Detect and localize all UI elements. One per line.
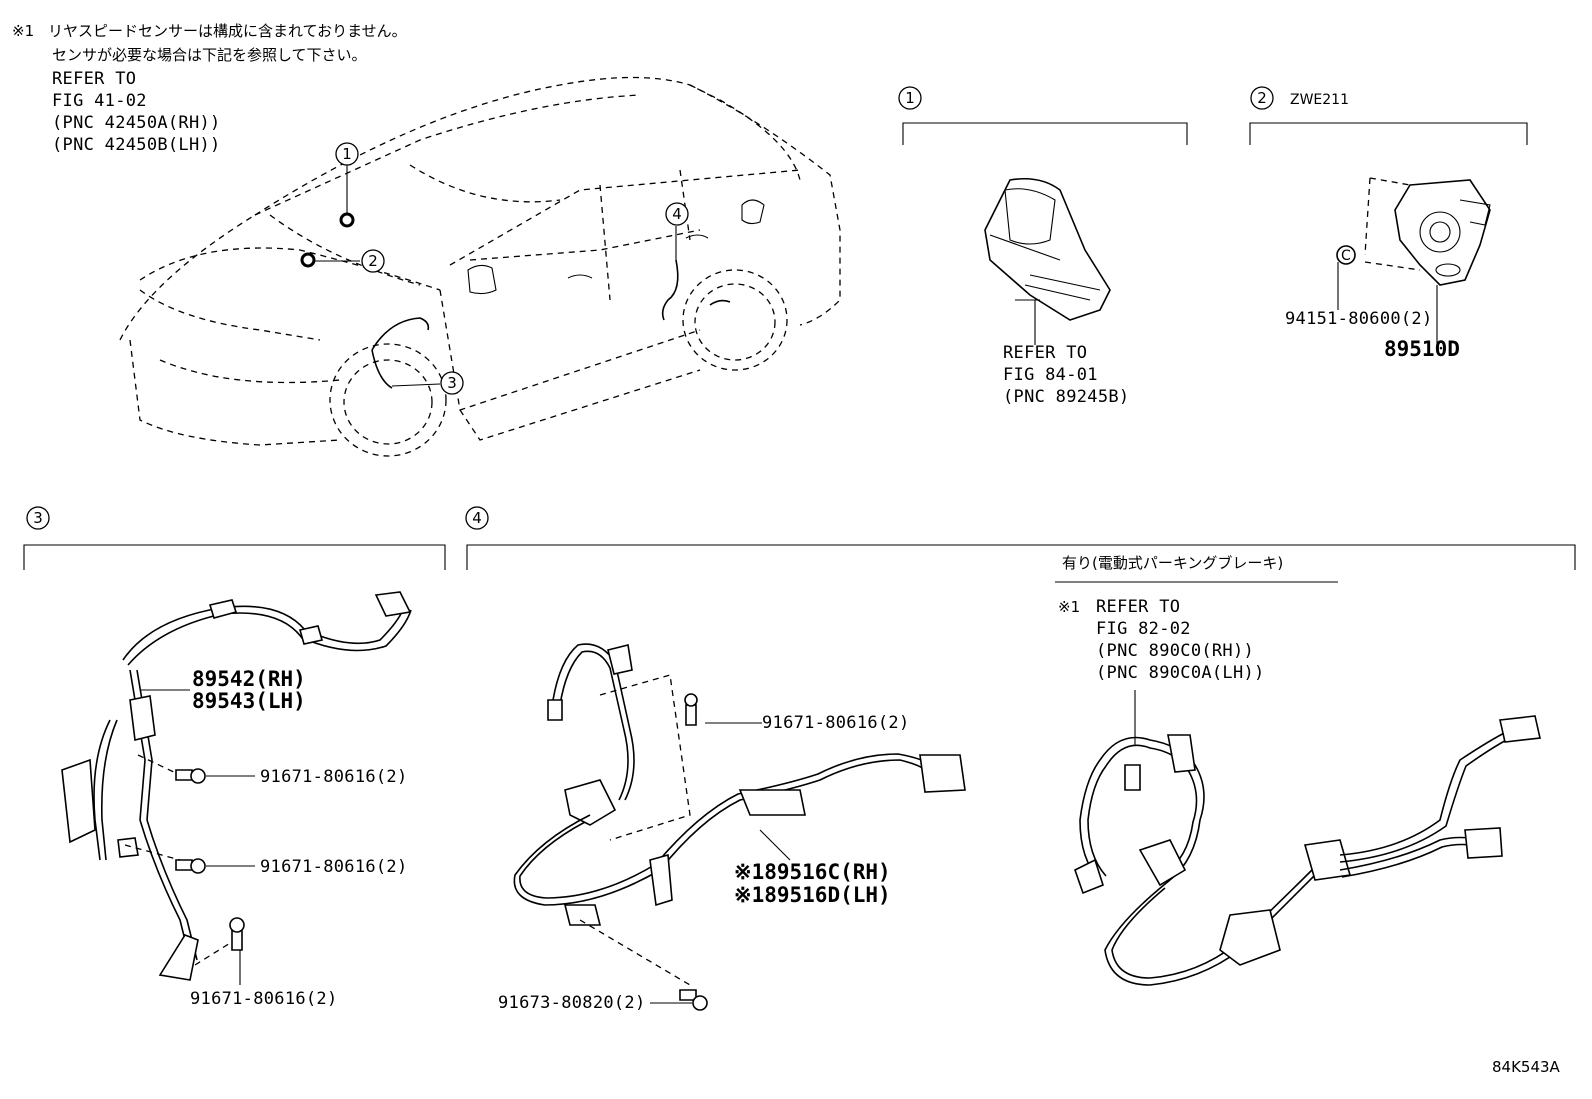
panel-3-callout (26, 506, 50, 530)
panel-1: 1 REFER TO FIG 84-01 (PNC 89245B) (898, 86, 1188, 407)
note-refer-1: REFER TO (52, 69, 136, 89)
panel-4-marker: ※1 (1058, 598, 1080, 616)
svg-text:2: 2 (368, 252, 378, 270)
panel-4-refer-2: FIG 82-02 (1096, 619, 1191, 639)
panel-2-callout (1250, 86, 1274, 110)
panel-3: 3 (23, 506, 446, 1009)
figure-code: 84K543A (1492, 1058, 1561, 1076)
note-refer-4: (PNC 42450B(LH)) (52, 135, 221, 155)
note-refer-3: (PNC 42450A(RH)) (52, 113, 221, 133)
top-note: ※1 リヤスピードセンサーは構成に含まれておりません。 センサが必要な場合は下記… (12, 22, 407, 155)
sensor-marker-2 (300, 252, 316, 268)
panel-1-callout-label: 1 (905, 89, 915, 107)
panel-4-callout (465, 506, 489, 530)
panel-3-part-rh: 89542(RH) (192, 667, 306, 691)
car-callout-3: 3 (440, 371, 464, 395)
panel-4: 4 9167 (465, 506, 1576, 1013)
panel-3-bolt-label-1: 91671-80616(2) (260, 767, 408, 787)
note-line-1: リヤスピードセンサーは構成に含まれておりません。 (48, 22, 407, 40)
svg-text:4: 4 (672, 205, 682, 223)
panel-4-refer-4: (PNC 890C0A(LH)) (1096, 663, 1265, 683)
yaw-rate-sensor-part (984, 177, 1111, 321)
panel-2-part-label: 89510D (1384, 337, 1460, 361)
bolt-94151-part: C (1336, 245, 1356, 265)
panel-1-bracket (902, 122, 1188, 145)
panel-1-refer-3: (PNC 89245B) (1003, 387, 1129, 407)
panel-2-bolt-label: 94151-80600(2) (1285, 309, 1433, 329)
note-refer-2: FIG 41-02 (52, 91, 147, 111)
panel-4-option-note: 有り(電動式パーキングブレーキ) (1062, 554, 1283, 572)
panel-3-part-lh: 89543(LH) (192, 689, 306, 713)
car-illustration (119, 76, 841, 457)
panel-3-bolt-3 (229, 917, 245, 951)
car-callout-2: 2 (361, 249, 385, 273)
front-speed-sensor-wire-part (61, 591, 412, 981)
panel-2-callout-label: 2 (1257, 89, 1267, 107)
panel-4-bolt-label-2: 91673-80820(2) (498, 993, 646, 1013)
car-callout-4: 4 (665, 202, 689, 226)
panel-2-variant: ZWE211 (1290, 92, 1349, 108)
panel-3-callout-label: 3 (33, 509, 43, 527)
panel-4-part-rh: ※189516C(RH) (734, 860, 891, 884)
panel-3-bolt-label-3: 91671-80616(2) (190, 989, 338, 1009)
panel-1-refer-1: REFER TO (1003, 343, 1087, 363)
panel-3-bracket (23, 544, 446, 570)
panel-1-callout (898, 86, 922, 110)
panel-3-bolt-2 (175, 858, 206, 874)
panel-2-bracket (1249, 122, 1528, 145)
svg-text:1: 1 (342, 145, 352, 163)
note-line-2: センサが必要な場合は下記を参照して下さい。 (52, 46, 367, 64)
panel-4-refer-3: (PNC 890C0(RH)) (1096, 641, 1254, 661)
panel-4-bracket (466, 544, 1576, 570)
car-callout-1: 1 (335, 142, 359, 166)
panel-3-bolt-1 (175, 768, 206, 784)
panel-4-part-lh: ※189516D(LH) (734, 883, 891, 907)
svg-text:C: C (1341, 248, 1351, 264)
svg-text:3: 3 (447, 374, 457, 392)
panel-1-refer-2: FIG 84-01 (1003, 365, 1098, 385)
rear-speed-sensor-wire-std-part (513, 643, 966, 926)
panel-4-bolt-2 (679, 989, 708, 1011)
panel-4-callout-label: 4 (472, 509, 482, 527)
note-marker: ※1 (12, 22, 34, 40)
panel-4-bolt-label-1: 91671-80616(2) (762, 713, 910, 733)
rear-speed-sensor-wire-epb-part (1074, 715, 1541, 986)
panel-4-bolt-1 (684, 693, 698, 726)
panel-2: 2 ZWE211 C 94151-80600(2) 89510D (1249, 86, 1528, 361)
sensor-marker-1 (339, 212, 355, 228)
panel-4-refer-1: REFER TO (1096, 597, 1180, 617)
steering-sensor-part (1394, 179, 1491, 286)
panel-3-bolt-label-2: 91671-80616(2) (260, 857, 408, 877)
